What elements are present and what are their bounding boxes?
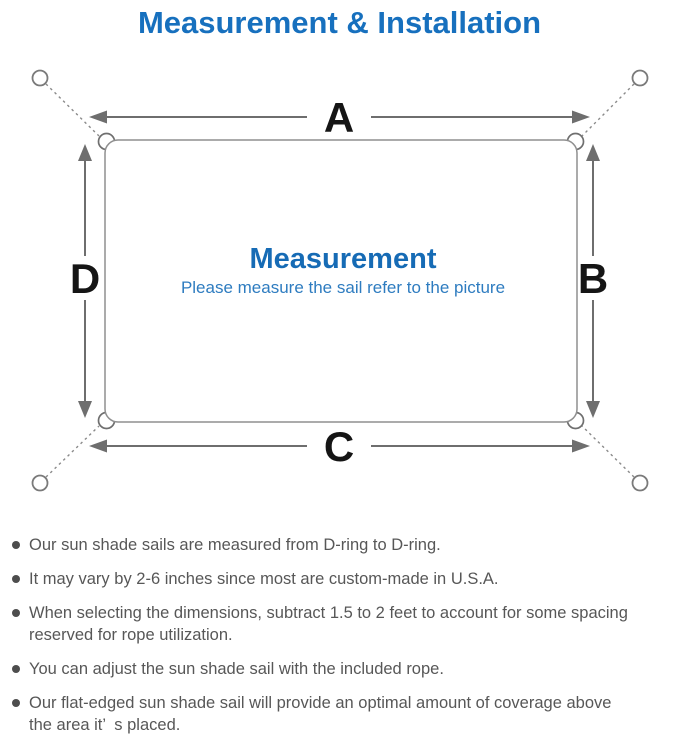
arrowhead-up (78, 144, 92, 161)
arrowhead-down (586, 401, 600, 418)
anchor-ring-bottom-left (31, 474, 49, 492)
note-item: When selecting the dimensions, subtract … (12, 602, 673, 646)
note-line: It may vary by 2-6 inches since most are… (29, 570, 499, 588)
arrowhead-right (572, 110, 590, 124)
rope-top-left (45, 83, 100, 137)
bullet-icon (12, 665, 20, 673)
anchor-ring-top-right (631, 69, 649, 87)
measurement-diagram: A C D B Measurement Pl (31, 69, 649, 492)
note-item: Our flat-edged sun shade sail will provi… (12, 692, 673, 736)
note-text: When selecting the dimensions, subtract … (29, 602, 628, 646)
arrowhead-left (89, 439, 107, 453)
note-text: Our sun shade sails are measured from D-… (29, 534, 441, 556)
note-item: You can adjust the sun shade sail with t… (12, 658, 673, 680)
dimension-arrow-a: A (89, 94, 590, 141)
rope-top-right (581, 83, 635, 137)
dimension-arrow-b: B (578, 144, 608, 418)
note-line: Our sun shade sails are measured from D-… (29, 536, 441, 554)
note-text: It may vary by 2-6 inches since most are… (29, 568, 499, 590)
dim-label-a: A (324, 94, 354, 141)
bullet-icon (12, 541, 20, 549)
note-item: Our sun shade sails are measured from D-… (12, 534, 673, 556)
diagram-caption-title: Measurement (250, 243, 437, 275)
notes-list: Our sun shade sails are measured from D-… (0, 534, 679, 736)
anchor-ring-bottom-right (631, 474, 649, 492)
note-line: You can adjust the sun shade sail with t… (29, 660, 444, 678)
diagram-caption: Measurement Please measure the sail refe… (181, 243, 505, 297)
bullet-icon (12, 699, 20, 707)
note-line: the area it’ s placed. (29, 716, 181, 734)
dimension-arrow-c: C (89, 423, 590, 470)
dimension-arrow-d: D (70, 144, 100, 418)
note-text: Our flat-edged sun shade sail will provi… (29, 692, 611, 736)
note-line: When selecting the dimensions, subtract … (29, 604, 628, 622)
dim-label-b: B (578, 255, 608, 302)
note-text: You can adjust the sun shade sail with t… (29, 658, 444, 680)
bullet-icon (12, 575, 20, 583)
diagram-caption-subtitle: Please measure the sail refer to the pic… (181, 278, 505, 297)
sail-outline (104, 139, 578, 423)
rope-bottom-right (581, 425, 635, 478)
arrowhead-left (89, 110, 107, 124)
bullet-icon (12, 609, 20, 617)
anchor-ring-top-left (31, 69, 49, 87)
arrowhead-right (572, 439, 590, 453)
arrowhead-up (586, 144, 600, 161)
arrowhead-down (78, 401, 92, 418)
dim-label-c: C (324, 423, 354, 470)
note-item: It may vary by 2-6 inches since most are… (12, 568, 673, 590)
page-title: Measurement & Installation (137, 5, 542, 40)
note-line: Our flat-edged sun shade sail will provi… (29, 694, 612, 712)
rope-bottom-left (45, 425, 100, 478)
dim-label-d: D (70, 255, 100, 302)
corner-d-rings (97, 132, 585, 430)
anchor-ropes (31, 69, 649, 492)
note-line: reserved for rope utilization. (29, 626, 233, 644)
